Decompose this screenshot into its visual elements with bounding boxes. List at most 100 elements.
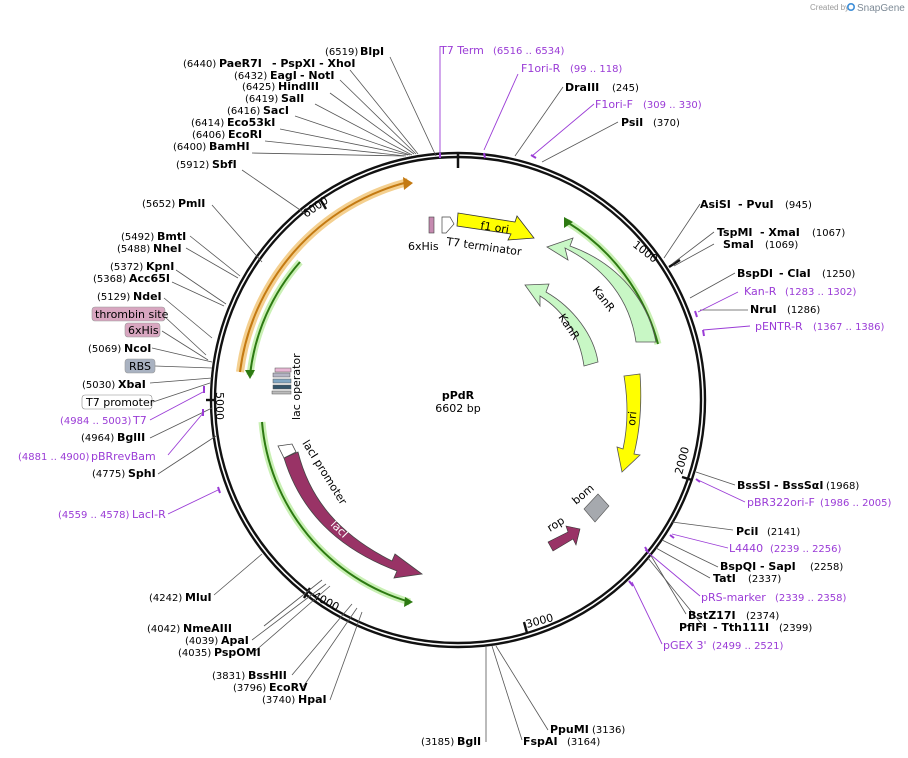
site-pos-tati: (2337) [748, 574, 781, 585]
site-name-ppumi[interactable]: PpuMI [550, 723, 589, 736]
site-name-sphi[interactable]: SphI [128, 467, 156, 480]
site-name-smai[interactable]: SmaI [723, 238, 754, 251]
orange-arc-head [403, 177, 413, 190]
plasmid-name: pPdR [442, 389, 475, 402]
site-name-asisi[interactable]: AsiSI [700, 198, 731, 211]
site-pos-sphi: (4775) [92, 469, 125, 480]
t7-promoter-label: T7 promoter [85, 396, 155, 409]
site-name-ecorv[interactable]: EcoRV [269, 681, 308, 694]
laci-feature[interactable] [283, 451, 424, 579]
site-pos-pmli: (5652) [142, 199, 175, 210]
site-pos-bspdi: (1250) [822, 269, 855, 280]
site-pos-sbfi: (5912) [176, 160, 209, 171]
site-name-bgli[interactable]: BglI [457, 735, 481, 748]
site-name-bsssi[interactable]: BssSI [737, 479, 771, 492]
site-name-nrui[interactable]: NruI [750, 303, 777, 316]
site-name-eco53ki[interactable]: Eco53kI [227, 116, 275, 129]
site-name-ecori[interactable]: EcoRI [228, 128, 262, 141]
site-name-nhei[interactable]: NheI [153, 242, 182, 255]
site-name-sali[interactable]: SalI [281, 92, 304, 105]
primer-name-kan-r[interactable]: Kan-R [744, 285, 777, 298]
site-name-kpni[interactable]: KpnI [146, 260, 174, 273]
lac-operator-group[interactable] [271, 367, 292, 395]
primer-range-t7-term: (6516 .. 6534) [493, 46, 565, 57]
site-pos-pcii: (2141) [767, 527, 800, 538]
f1-ori-label: f1 ori [480, 219, 510, 236]
site-name-bspdi[interactable]: BspDI [737, 267, 773, 280]
primer-name-pbrrevbam[interactable]: pBRrevBam [91, 450, 156, 463]
site-name-hpai[interactable]: HpaI [298, 693, 327, 706]
primer-name-prs-marker[interactable]: pRS-marker [701, 591, 766, 604]
site-name-psii[interactable]: PsiI [621, 116, 643, 129]
primer-name-pentr-r[interactable]: pENTR-R [755, 320, 803, 333]
primer-name-pbr322ori-f[interactable]: pBR322ori-F [747, 496, 815, 509]
site-name-tspmi[interactable]: TspMI [717, 226, 753, 239]
site-name-bmti[interactable]: BmtI [157, 230, 186, 243]
kanr-label-1: KanR [590, 284, 618, 315]
tick-label-1000: 1000 [630, 238, 660, 265]
site-extra-eagi: - NotI [300, 69, 335, 82]
site-pos-kpni: (5372) [110, 262, 143, 273]
site-name-acc65i[interactable]: Acc65I [129, 272, 170, 285]
site-name-ndei[interactable]: NdeI [133, 290, 162, 303]
site-name-eagi[interactable]: EagI [270, 69, 297, 82]
site-pos-smai: (1069) [765, 240, 798, 251]
primer-name-f1ori-f[interactable]: F1ori-F [595, 98, 633, 111]
primer-name-l4440[interactable]: L4440 [729, 542, 763, 555]
laci-promoter-feature[interactable] [277, 443, 297, 459]
site-extra-asisi: - PvuI [738, 198, 774, 211]
green-arc-left [249, 261, 301, 376]
primer-range-laci-r: (4559 .. 4578) [58, 510, 130, 521]
f1-ori-feature[interactable] [456, 212, 535, 241]
bom-feature[interactable] [583, 493, 610, 523]
green-arc-bottom [261, 421, 411, 603]
site-name-bamhi[interactable]: BamHI [209, 140, 250, 153]
site-name-tati[interactable]: TatI [713, 572, 736, 585]
site-name-mlui[interactable]: MluI [185, 591, 212, 604]
site-name-pmli[interactable]: PmlI [178, 197, 205, 210]
site-name-bglii[interactable]: BglII [117, 431, 145, 444]
site-name-ncoi[interactable]: NcoI [124, 342, 151, 355]
site-name-sbfi[interactable]: SbfI [212, 158, 237, 171]
site-name-pflfi[interactable]: PflFI [679, 621, 707, 634]
site-name-draiii[interactable]: DraIII [565, 81, 599, 94]
primer-name-f1ori-r[interactable]: F1ori-R [521, 62, 561, 75]
primer-range-pbr322ori-f: (1986 .. 2005) [820, 498, 892, 509]
rbs-box[interactable] [124, 358, 156, 374]
site-name-nmeaiii[interactable]: NmeAIII [183, 622, 232, 635]
ori-feature[interactable] [616, 373, 642, 473]
site-name-apai[interactable]: ApaI [221, 634, 249, 647]
site-name-pcii[interactable]: PciI [736, 525, 758, 538]
primer-name-t7-term[interactable]: T7 Term [439, 44, 484, 57]
his-tag-box[interactable] [124, 322, 161, 338]
rop-feature[interactable] [547, 525, 581, 552]
site-name-bsshii[interactable]: BssHII [248, 669, 287, 682]
site-name-paer7i[interactable]: PaeR7I [219, 57, 262, 70]
kanr-feature-outer[interactable] [546, 237, 657, 343]
primer-range-l4440: (2239 .. 2256) [770, 544, 842, 555]
orange-arc [239, 181, 409, 373]
site-name-xbai[interactable]: XbaI [118, 378, 146, 391]
site-pos-xbai: (5030) [82, 380, 115, 391]
site-name-fspai[interactable]: FspAI [523, 735, 558, 748]
thrombin-site-box[interactable] [91, 306, 166, 322]
site-pos-blpi: (6519) [325, 47, 358, 58]
site-extra-bspdi: - ClaI [779, 267, 811, 280]
site-name-blpi[interactable]: BlpI [360, 45, 384, 58]
primer-name-pgex3[interactable]: pGEX 3' [663, 639, 707, 652]
t7-promoter-box[interactable] [81, 394, 153, 410]
site-pos-bsssi: (1968) [826, 481, 859, 492]
site-name-pspomi[interactable]: PspOMI [214, 646, 261, 659]
his-tag-feature[interactable] [428, 216, 435, 234]
primer-name-t7[interactable]: T7 [132, 414, 147, 427]
site-name-bstz17i[interactable]: BstZ17I [688, 609, 736, 622]
site-name-saci[interactable]: SacI [263, 104, 289, 117]
t7-terminator-feature[interactable] [441, 216, 455, 234]
tick-label-5000: 5000 [213, 392, 226, 420]
site-name-bspqi[interactable]: BspQI [720, 560, 756, 573]
green-arc-right-head [564, 217, 573, 228]
kanr-feature-inner[interactable] [524, 283, 599, 367]
site-name-hindiii[interactable]: HindIII [278, 80, 319, 93]
primer-name-laci-r[interactable]: LacI-R [132, 508, 166, 521]
snapgene-logo-icon [846, 2, 855, 12]
